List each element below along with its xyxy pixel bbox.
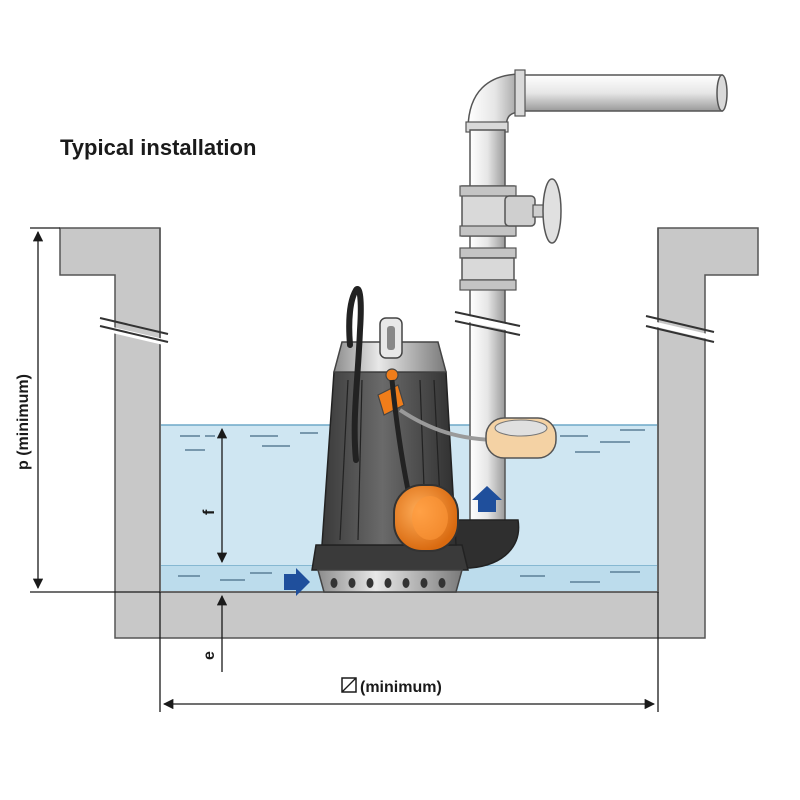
break-marks bbox=[99, 315, 715, 347]
flow-arrow-right-icon bbox=[284, 568, 310, 596]
flow-arrows bbox=[284, 486, 502, 596]
strainer-holes bbox=[330, 578, 446, 588]
elbow-flange-h bbox=[514, 69, 526, 117]
water-ripples bbox=[178, 429, 645, 583]
valve-handwheel bbox=[542, 178, 562, 244]
break-mark-right-1 bbox=[645, 315, 715, 333]
break-gap-right bbox=[645, 319, 715, 341]
pipe-union-top bbox=[459, 247, 517, 259]
discharge-pipe bbox=[454, 69, 728, 523]
label-p-minimum: p (minimum) bbox=[15, 374, 32, 470]
break-mark-left-2 bbox=[99, 325, 169, 343]
pipe-union bbox=[461, 257, 515, 281]
flow-arrow-up-icon bbox=[472, 486, 502, 512]
pipe-end bbox=[716, 74, 728, 112]
float-cable bbox=[389, 379, 411, 491]
pipe-horizontal bbox=[519, 74, 723, 112]
pump-base bbox=[311, 544, 469, 571]
label-e: e bbox=[201, 651, 218, 660]
diagram-title: Typical installation bbox=[60, 135, 256, 160]
valve-bonnet bbox=[504, 195, 536, 227]
break-gap-left bbox=[103, 325, 173, 347]
label-f: f bbox=[201, 509, 218, 515]
break-mark-right-2 bbox=[645, 325, 715, 343]
submersible-pump bbox=[311, 286, 557, 593]
dimension-width bbox=[159, 592, 659, 712]
label-width-minimum: (minimum) bbox=[360, 679, 442, 696]
square-diagonal-icon bbox=[341, 677, 357, 693]
power-cable bbox=[346, 286, 364, 463]
break-mark-left-1 bbox=[99, 317, 169, 335]
dimension-p bbox=[30, 227, 160, 593]
